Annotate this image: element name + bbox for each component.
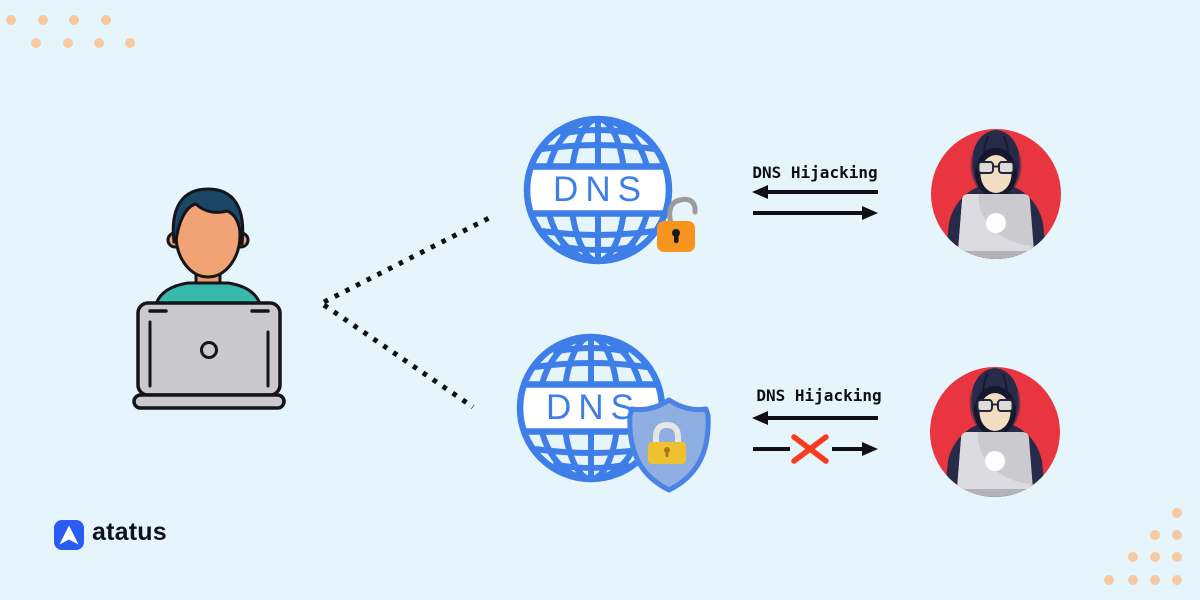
- atatus-logo-icon: [54, 520, 84, 550]
- attack-arrows-top: [752, 185, 878, 220]
- attack-arrows-bottom: [752, 411, 878, 456]
- user-hair: [171, 187, 245, 246]
- user-laptop: [132, 301, 286, 410]
- decor-dots-bottom-right: [1104, 508, 1182, 585]
- user-laptop-icon: [132, 187, 286, 410]
- attack-label-top: DNS Hijacking: [752, 163, 878, 182]
- decor-dots-top-left: [6, 15, 135, 48]
- dns-label-top: DNS: [553, 170, 648, 209]
- hacker-avatar-icon-bottom: [930, 367, 1060, 502]
- attack-label-bottom: DNS Hijacking: [756, 386, 882, 405]
- hacker-avatar-icon-top: [931, 129, 1061, 264]
- dns-label-bottom: DNS: [546, 388, 641, 427]
- atatus-wordmark: atatus: [92, 518, 167, 546]
- shield-lock-icon: [627, 397, 711, 493]
- open-padlock-icon: [657, 196, 698, 252]
- dotted-connector: [322, 215, 491, 410]
- blocked-x-icon: [791, 434, 829, 464]
